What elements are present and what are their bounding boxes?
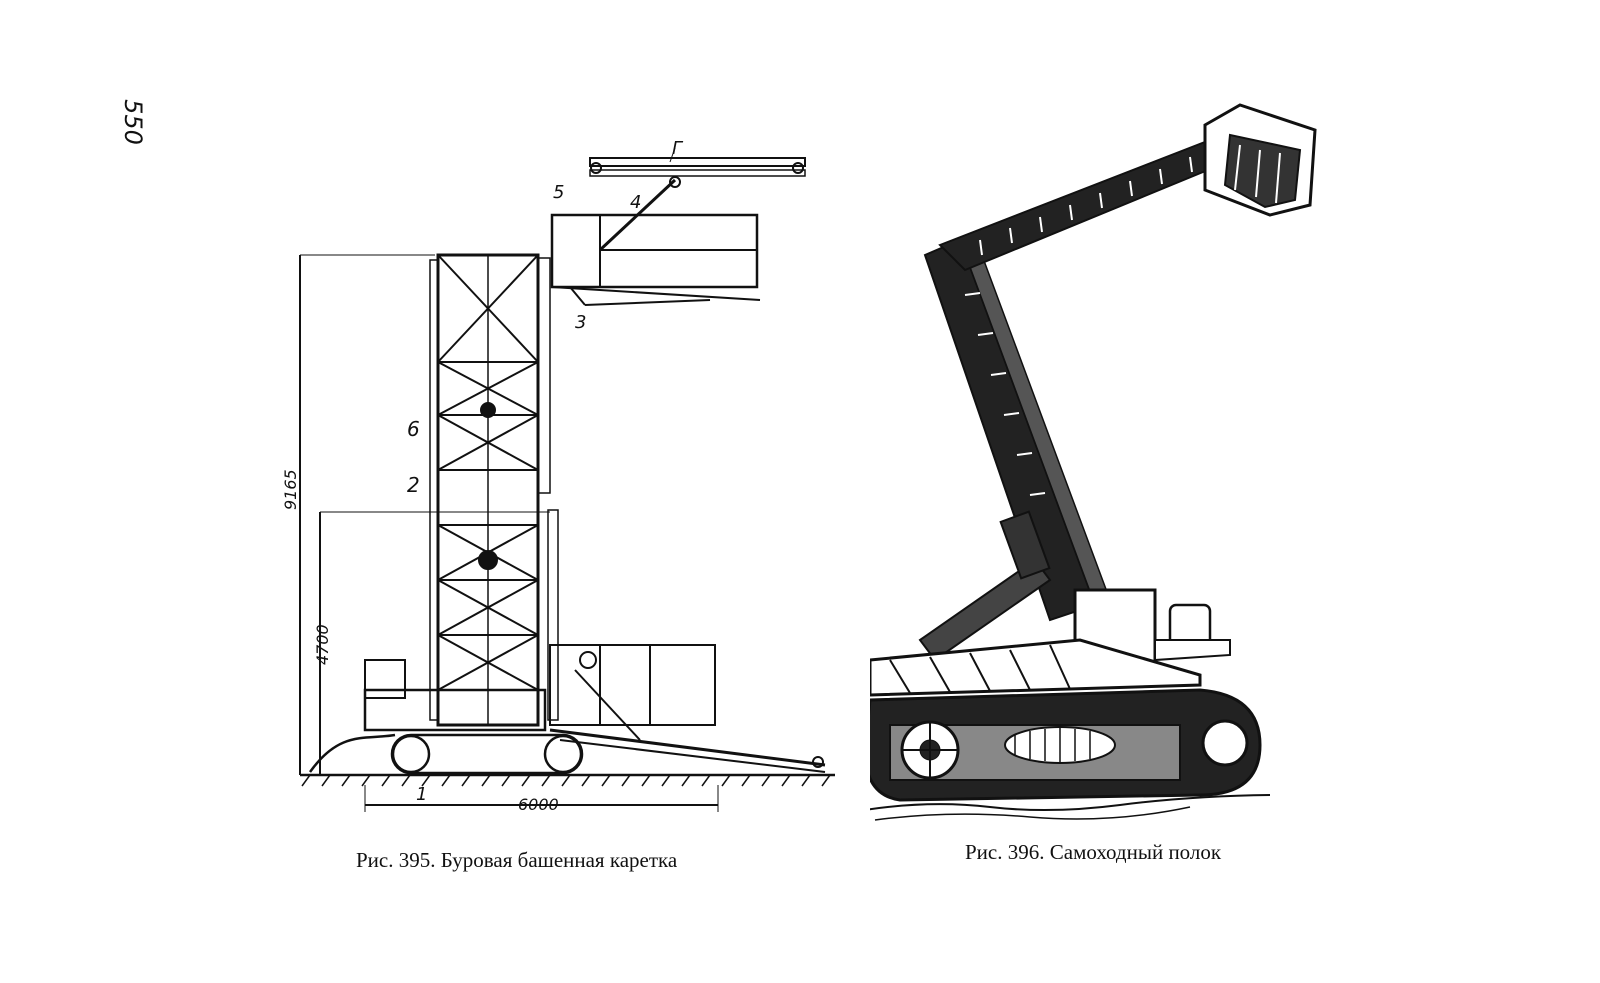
- label-3: 3: [575, 312, 586, 333]
- figure-396-caption: Рис. 396. Самоходный полок: [965, 840, 1222, 864]
- dimension-4700: 4700: [313, 624, 332, 665]
- label-5: 5: [553, 182, 564, 203]
- self-propelled-platform-drawing: [863, 103, 1317, 821]
- figure-396-drawing: [863, 95, 1330, 835]
- dimension-9165: 9165: [281, 469, 300, 510]
- figure-395-caption: Рис. 395. Буровая башенная каретка: [356, 848, 678, 872]
- label-g: Г: [672, 140, 684, 159]
- label-1: 1: [416, 784, 427, 805]
- label-6: 6: [407, 417, 420, 441]
- tower-carriage-drawing: Г 5 4 3 6 2 1 9165 4700 6000: [281, 138, 835, 814]
- page-number: 550: [118, 99, 147, 145]
- figure-395-drawing: Г 5 4 3 6 2 1 9165 4700 6000: [270, 138, 860, 840]
- dimension-6000: 6000: [518, 795, 559, 814]
- label-2: 2: [407, 473, 420, 497]
- label-4: 4: [630, 192, 641, 213]
